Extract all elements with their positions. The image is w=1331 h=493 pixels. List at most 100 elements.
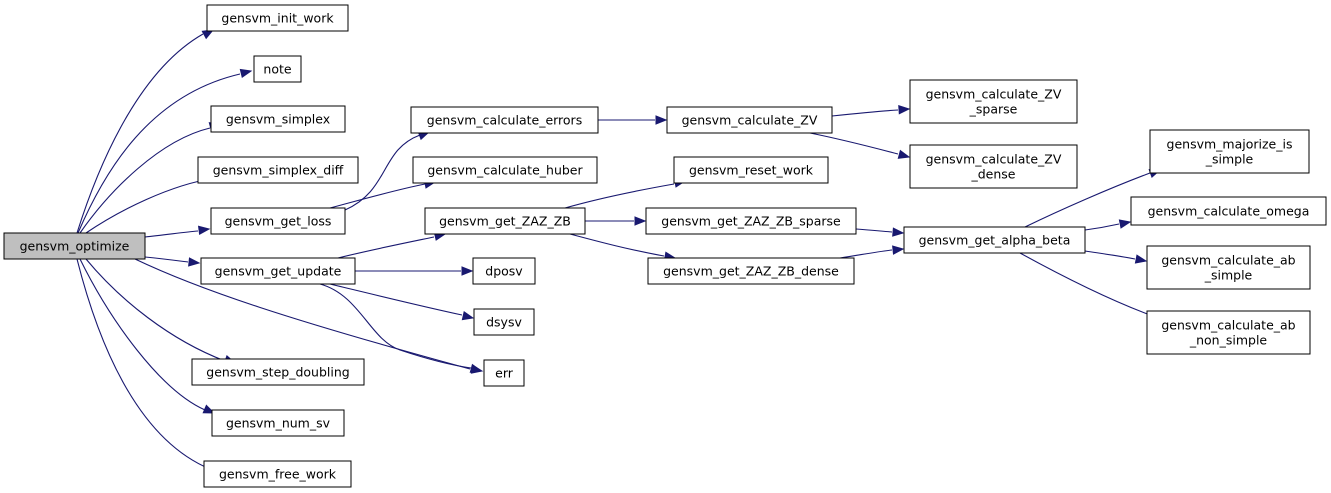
- node-label: gensvm_get_ZAZ_ZB_sparse: [661, 214, 841, 229]
- node-ab_non_simple[interactable]: gensvm_calculate_ab_non_simple: [1146, 310, 1311, 355]
- edge-optimize-to-get_loss: [144, 225, 211, 238]
- edge-calc_errors-to-calc_zv: [598, 115, 668, 125]
- edge-zaz_sparse-to-alpha_beta: [855, 227, 905, 237]
- node-zaz_dense[interactable]: gensvm_get_ZAZ_ZB_dense: [647, 257, 855, 285]
- node-box: [3, 232, 146, 260]
- node-note[interactable]: note: [253, 55, 302, 83]
- edge-line: [76, 258, 211, 470]
- edge-calc_zv-to-zv_dense: [809, 132, 911, 159]
- edge-arrowhead: [897, 149, 911, 159]
- node-label: gensvm_simplex: [226, 112, 330, 127]
- edge-arrowhead: [197, 225, 211, 236]
- node-get_zaz_zb[interactable]: gensvm_get_ZAZ_ZB: [424, 207, 586, 235]
- edge-line: [77, 73, 241, 234]
- node-num_sv[interactable]: gensvm_num_sv: [211, 409, 345, 437]
- node-label: _non_simple: [1189, 333, 1268, 348]
- node-free_work[interactable]: gensvm_free_work: [203, 460, 352, 488]
- node-box: [909, 79, 1078, 124]
- edge-arrowhead: [461, 311, 475, 321]
- node-label: gensvm_get_alpha_beta: [919, 233, 1071, 248]
- node-box: [903, 226, 1086, 254]
- node-calc_zv[interactable]: gensvm_calculate_ZV: [666, 106, 833, 134]
- node-simplex[interactable]: gensvm_simplex: [210, 105, 346, 133]
- node-get_loss[interactable]: gensvm_get_loss: [210, 207, 346, 235]
- edge-line: [569, 233, 665, 257]
- edge-line: [85, 177, 216, 234]
- edge-optimize-to-num_sv: [79, 258, 216, 414]
- node-step_doubling[interactable]: gensvm_step_doubling: [191, 358, 365, 386]
- edge-arrowhead: [892, 245, 905, 255]
- node-label: gensvm_init_work: [221, 11, 334, 26]
- edge-line: [319, 283, 472, 369]
- node-label: gensvm_reset_work: [689, 163, 814, 178]
- node-zv_dense[interactable]: gensvm_calculate_ZV_dense: [909, 144, 1078, 189]
- edge-zaz_dense-to-alpha_beta: [839, 245, 905, 259]
- node-label: _dense: [970, 167, 1015, 182]
- edge-line: [1084, 250, 1136, 260]
- node-box: [206, 4, 349, 32]
- edge-line: [329, 183, 426, 209]
- node-zv_sparse[interactable]: gensvm_calculate_ZV_sparse: [909, 79, 1078, 124]
- edge-line: [76, 33, 204, 234]
- node-label: gensvm_get_ZAZ_ZB: [439, 214, 571, 229]
- edge-alpha_beta-to-ab_non_simple: [1019, 252, 1162, 320]
- edge-arrowhead: [1134, 254, 1148, 264]
- edge-optimize-to-init_work: [76, 29, 215, 234]
- node-dsysv[interactable]: dsysv: [473, 308, 535, 336]
- node-init_work[interactable]: gensvm_init_work: [206, 4, 349, 32]
- edge-arrowhead: [461, 266, 474, 276]
- edge-arrowhead: [188, 257, 201, 267]
- node-box: [210, 105, 346, 133]
- node-label: gensvm_calculate_omega: [1148, 204, 1310, 219]
- node-box: [483, 359, 525, 387]
- edge-arrowhead: [892, 227, 905, 237]
- node-box: [673, 156, 829, 184]
- node-get_update[interactable]: gensvm_get_update: [200, 257, 356, 285]
- edge-line: [1084, 223, 1120, 231]
- edge-arrowhead: [634, 216, 647, 226]
- node-dposv[interactable]: dposv: [472, 257, 536, 285]
- node-label: gensvm_calculate_ab: [1161, 318, 1295, 333]
- node-calc_huber[interactable]: gensvm_calculate_huber: [412, 156, 598, 184]
- node-zaz_sparse[interactable]: gensvm_get_ZAZ_ZB_sparse: [645, 207, 857, 235]
- edge-line: [337, 236, 435, 259]
- edge-arrowhead: [202, 404, 216, 414]
- node-box: [1146, 245, 1311, 290]
- node-box: [203, 460, 352, 488]
- node-ab_simple[interactable]: gensvm_calculate_ab_simple: [1146, 245, 1311, 290]
- node-label: dposv: [485, 264, 523, 279]
- edge-line: [809, 132, 899, 155]
- node-err[interactable]: err: [483, 359, 525, 387]
- node-label: gensvm_free_work: [219, 467, 337, 482]
- edge-line: [144, 230, 199, 238]
- node-box: [211, 409, 345, 437]
- edge-get_update-to-get_zaz_zb: [337, 231, 447, 259]
- node-label: gensvm_calculate_huber: [427, 163, 583, 178]
- node-box: [909, 144, 1078, 189]
- node-calc_errors[interactable]: gensvm_calculate_errors: [410, 106, 599, 134]
- node-majorize[interactable]: gensvm_majorize_is_simple: [1149, 129, 1310, 174]
- node-optimize[interactable]: gensvm_optimize: [3, 232, 146, 260]
- node-calc_omega[interactable]: gensvm_calculate_omega: [1130, 196, 1327, 226]
- edge-line: [855, 228, 893, 233]
- node-label: gensvm_get_ZAZ_ZB_dense: [663, 264, 839, 279]
- edge-line: [79, 127, 211, 234]
- node-label: gensvm_step_doubling: [206, 365, 349, 380]
- edge-get_update-to-dposv: [354, 266, 474, 276]
- node-box: [1130, 196, 1327, 226]
- edge-optimize-to-note: [77, 68, 253, 234]
- node-alpha_beta[interactable]: gensvm_get_alpha_beta: [903, 226, 1086, 254]
- node-label: gensvm_calculate_ZV: [926, 87, 1062, 102]
- edge-line: [839, 249, 893, 259]
- edge-line: [344, 134, 421, 211]
- edge-line: [85, 258, 226, 362]
- node-label: _simple: [1204, 268, 1253, 283]
- node-box: [210, 207, 346, 235]
- node-label: gensvm_simplex_diff: [213, 163, 344, 178]
- node-simplex_diff[interactable]: gensvm_simplex_diff: [197, 156, 359, 184]
- node-box: [412, 156, 598, 184]
- edge-get_update-to-dsysv: [329, 283, 475, 321]
- node-reset_work[interactable]: gensvm_reset_work: [673, 156, 829, 184]
- edge-get_loss-to-calc_huber: [329, 179, 437, 209]
